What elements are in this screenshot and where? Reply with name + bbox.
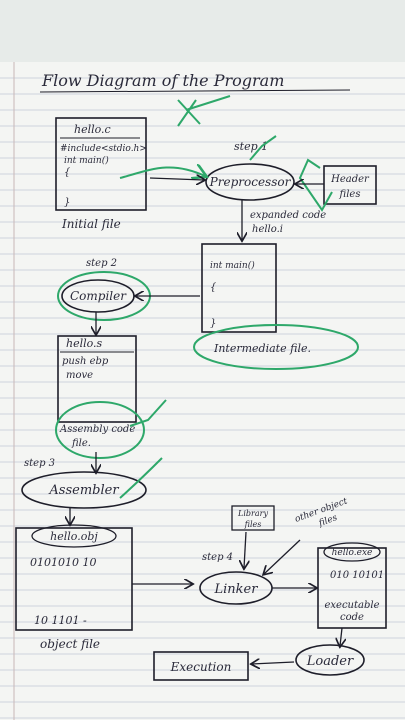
step-4-label: step 4 [202, 552, 233, 563]
assembler-green-stroke [119, 457, 163, 499]
preprocessor-label: Preprocessor [209, 175, 292, 189]
hello-c-line-4: } [64, 197, 70, 208]
header-files-box [323, 165, 377, 205]
green-scribble [177, 95, 231, 127]
hello-exe-box [317, 547, 387, 629]
hello-c-line-1: #include<stdio.h> [60, 144, 147, 154]
step-2-label: step 2 [86, 258, 117, 269]
hello-i-line-1: int main() [210, 260, 255, 271]
library-files-line-1: Library [237, 509, 268, 518]
hello-obj-bits-bottom: 10 1101 - [34, 614, 87, 627]
hello-exe-filename: hello.exe [332, 548, 373, 558]
loader-node [295, 644, 365, 676]
assembler-label: Assembler [48, 483, 119, 498]
hello-exe-label-ellipse [323, 542, 381, 562]
page-title: Flow Diagram of the Program [41, 71, 284, 90]
preprocessor-input-arrow [149, 178, 204, 180]
title-underline [39, 89, 351, 93]
hello-i-line-3: } [210, 318, 216, 329]
intermediate-file-caption: Intermediate file. [213, 342, 311, 355]
exe-to-loader-arrow [340, 627, 342, 646]
library-files-line-2: files [244, 520, 262, 529]
hello-s-line-2: move [66, 370, 93, 381]
hello-i-box [201, 243, 277, 333]
hello-i-filename: hello.i [252, 224, 283, 235]
library-files-box [231, 505, 275, 531]
hello-exe-bits: 010 10101 [330, 570, 384, 581]
hello-exe-caption-2: code [340, 612, 364, 623]
hello-c-filename: hello.c [74, 123, 111, 136]
assembler-node [21, 471, 147, 509]
hello-c-line-3: { [64, 167, 71, 178]
loader-to-execution-arrow [252, 662, 295, 664]
assembly-green-tick [129, 399, 167, 427]
intermediate-file-highlight [193, 324, 359, 370]
hello-s-filename: hello.s [66, 337, 103, 350]
header-files-green-mark [298, 158, 333, 212]
object-file-caption: object file [40, 637, 100, 651]
hello-obj-label-ellipse [31, 524, 117, 548]
initial-file-caption: Initial file [61, 217, 121, 231]
execution-box [153, 651, 249, 681]
hello-s-line-1: push ebp [62, 356, 109, 367]
hello-i-line-2: { [210, 282, 217, 293]
hello-obj-bits-top: 0101010 10 [30, 556, 96, 569]
hello-c-box [55, 117, 147, 211]
assembly-code-caption-1: Assembly code [59, 424, 135, 435]
hello-exe-caption-1: executable [324, 600, 379, 611]
hello-c-line-2: int main() [64, 155, 109, 166]
hello-obj-box [15, 527, 133, 631]
other-objects-to-linker-arrow [264, 539, 301, 574]
loader-label: Loader [306, 654, 354, 669]
assembly-file-highlight [55, 401, 145, 459]
expanded-code-label: expanded code [250, 210, 326, 221]
hello-c-to-preprocessor-arrow [119, 167, 205, 178]
compiler-label: Compiler [70, 289, 127, 303]
library-to-linker-arrow [244, 531, 246, 568]
hello-s-box [57, 335, 137, 423]
linker-label: Linker [214, 582, 259, 597]
hello-obj-filename: hello.obj [50, 530, 98, 543]
header-files-line-1: Header [330, 174, 370, 185]
header-files-line-2: files [339, 189, 361, 200]
assembly-code-caption-2: file. [71, 438, 91, 449]
step-3-label: step 3 [24, 458, 55, 469]
execution-label: Execution [170, 660, 232, 674]
step-1-checkmark [249, 135, 277, 161]
